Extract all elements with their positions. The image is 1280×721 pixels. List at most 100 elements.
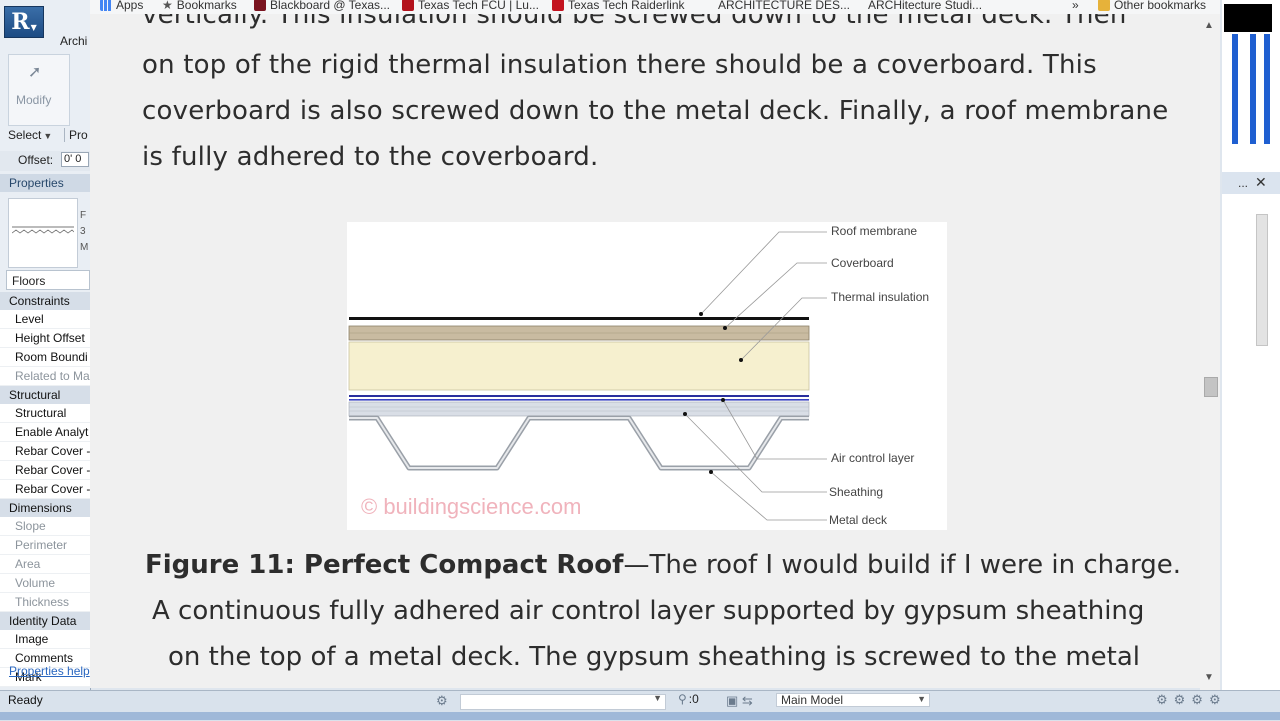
blackboard-icon [254,0,266,11]
design-option-dropdown[interactable]: Main Model▼ [776,693,930,707]
bookmark-bookmarks[interactable]: ★Bookmarks [162,0,237,12]
properties-row[interactable]: Area [0,555,90,574]
bookmark-ttfcu[interactable]: Texas Tech FCU | Lu... [402,0,539,12]
article-paragraph-line: vertically. This insulation should be sc… [142,14,1127,30]
label-sheathing: Sheathing [829,485,884,499]
roof-membrane-layer [349,317,809,320]
properties-row[interactable]: Related to Ma [0,367,90,386]
workset-dropdown[interactable]: ▼ [460,693,666,710]
figure-caption-line: on the top of a metal deck. The gypsum s… [168,642,1141,672]
properties-row[interactable]: Level [0,310,90,329]
more-options-icon[interactable]: ... [1238,176,1249,190]
bookmark-label: ARCHITECTURE DES... [718,0,851,12]
chevron-down-icon: ▼ [653,693,662,703]
properties-tab[interactable]: Pro [64,128,88,142]
bookmark-apps[interactable]: Apps [100,0,143,12]
ribbon-tab-architecture[interactable]: Archi [60,34,88,48]
app-button-letter: R [11,9,30,35]
ttfcu-icon [402,0,414,11]
properties-category[interactable]: Structural [0,386,90,404]
figure-caption-text: —The roof I would build if I were in cha… [623,550,1182,580]
article-paragraph-line: coverboard is also screwed down to the m… [142,96,1169,126]
right-black-block [1224,4,1272,32]
right-blue-bar [1232,34,1238,144]
properties-row[interactable]: Rebar Cover - [0,461,90,480]
close-icon[interactable]: ✕ [1255,174,1267,190]
taskbar-strip [0,712,1280,720]
properties-row[interactable]: Rebar Cover - [0,480,90,499]
offset-input[interactable]: 0' 0 [61,152,89,167]
selection-options-icons[interactable]: ⚙⚙⚙⚙ [1156,692,1227,707]
revit-app-button[interactable]: R▼ [4,6,44,38]
right-blue-bar [1250,34,1256,144]
properties-row[interactable]: Rebar Cover - [0,442,90,461]
bookmark-architecture-des[interactable]: ARCHITECTURE DES... [718,0,850,12]
type-text-line: F [80,210,87,221]
label-coverboard: Coverboard [831,256,894,270]
main-model-label: Main Model [781,693,844,707]
select-dropdown[interactable]: Select▼ [8,128,52,142]
roof-section-diagram [348,231,827,521]
right-blue-bar [1264,34,1270,144]
scroll-down-arrow-icon[interactable]: ▼ [1204,672,1214,683]
figure-caption-line: Figure 11: Perfect Compact Roof—The roof… [145,550,1181,580]
figure-caption-line: A continuous fully adhered air control l… [152,596,1145,626]
page-scrollbar[interactable] [1200,14,1220,690]
scroll-thumb[interactable] [1204,377,1218,397]
scroll-up-arrow-icon[interactable]: ▲ [1204,20,1214,31]
properties-row[interactable]: Mark [0,668,90,687]
bookmark-label: Blackboard @ Texas... [270,0,391,12]
cursor-arrow-icon: ➚ [28,64,42,81]
properties-help-link[interactable]: Properties help [9,664,90,678]
bookmark-other[interactable]: Other bookmarks [1098,0,1206,12]
worksets-icon[interactable]: ⚙ [436,693,448,708]
properties-row[interactable]: Slope [0,517,90,536]
bookmark-label: Texas Tech Raiderlink [568,0,685,12]
chevron-down-icon: ▼ [43,131,53,141]
bookmark-raiderlink[interactable]: Texas Tech Raiderlink [552,0,685,12]
label-air-control-layer: Air control layer [831,451,915,465]
buildingscience-watermark: © buildingscience.com [361,494,582,519]
properties-row[interactable]: Structural [0,404,90,423]
properties-row[interactable]: Volume [0,574,90,593]
bookmark-blackboard[interactable]: Blackboard @ Texas... [254,0,390,12]
metal-deck-profile [349,415,809,471]
bookmarks-overflow-chevron-icon[interactable]: » [1072,0,1079,12]
editable-only-icon[interactable]: ▣ ⇆ [726,693,753,708]
properties-row[interactable]: Image [0,630,90,649]
modify-panel[interactable] [8,54,70,126]
status-count-value: :0 [688,692,699,706]
article-paragraph-line: is fully adhered to the coverboard. [142,142,599,172]
label-roof-membrane: Roof membrane [831,224,918,238]
status-count: ⚲:0 [678,692,699,706]
bookmarks-bar: Apps ★Bookmarks Blackboard @ Texas... Te… [90,0,1220,14]
select-label: Select [8,128,42,142]
right-panel-header [1222,172,1280,194]
properties-row[interactable]: Room Boundi [0,348,90,367]
type-text-line: M [80,242,89,253]
bookmark-architecture-studi[interactable]: ARCHitecture Studi... [868,0,982,12]
properties-row[interactable]: Thickness [0,593,90,612]
roof-assembly-figure: Roof membrane Coverboard Thermal insulat… [347,222,947,530]
web-page-content: vertically. This insulation should be sc… [90,14,1220,688]
properties-category[interactable]: Constraints [0,292,90,310]
filter-icon: ⚲ [678,692,687,706]
offset-label: Offset: [18,153,54,167]
type-text-line: 3 [80,226,86,237]
instance-filter-dropdown[interactable]: Floors [6,270,90,290]
properties-row[interactable]: Height Offset [0,329,90,348]
properties-category[interactable]: Dimensions [0,499,90,517]
properties-row[interactable]: Comments [0,649,90,668]
label-thermal-insulation: Thermal insulation [831,290,930,304]
bookmark-label: Apps [116,0,144,12]
figure-caption-title: Figure 11: Perfect Compact Roof [145,550,624,580]
properties-row[interactable]: Perimeter [0,536,90,555]
properties-palette-header: Properties [0,174,90,192]
floor-type-thumbnail-icon [12,226,74,234]
properties-row[interactable]: Enable Analyt [0,423,90,442]
modify-button-label: Modify [16,93,52,107]
thermal-insulation-layer [348,341,810,391]
right-panel-scrollbar[interactable] [1256,214,1268,346]
star-icon: ★ [162,0,173,12]
properties-category[interactable]: Identity Data [0,612,90,630]
